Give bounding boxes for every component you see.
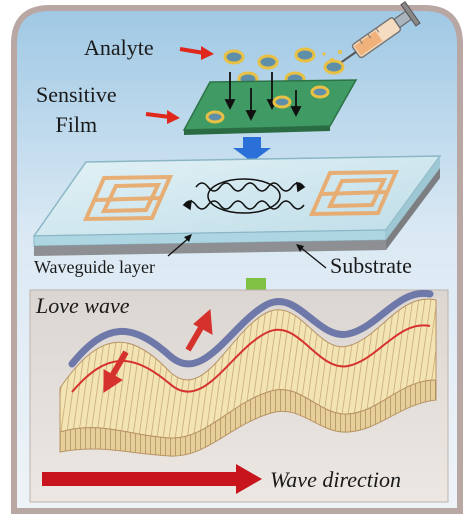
adsorbed-analyte bbox=[205, 85, 330, 124]
wave-direction-arrow bbox=[42, 464, 262, 494]
label-sensitive-film: Sensitive Film bbox=[36, 80, 117, 140]
label-wave-direction: Wave direction bbox=[270, 467, 401, 492]
wave-band bbox=[68, 289, 434, 368]
film-pointer-arrow bbox=[145, 110, 180, 124]
substrate-pointer-line bbox=[299, 246, 327, 269]
label-sensitive-line1: Sensitive bbox=[36, 82, 117, 107]
blue-flow-arrow bbox=[233, 137, 271, 162]
love-wave-surface bbox=[59, 289, 437, 457]
electrode-left bbox=[82, 174, 174, 222]
wave-displacement-line bbox=[71, 324, 431, 393]
waveguide-pointer-line bbox=[167, 236, 191, 257]
label-waveguide-layer: Waveguide layer bbox=[34, 257, 155, 277]
label-analyte: Analyte bbox=[84, 35, 154, 60]
label-sensitive-line2: Film bbox=[55, 112, 98, 137]
waveguide-wave bbox=[182, 178, 306, 214]
particle-motion-arrows bbox=[103, 308, 213, 393]
label-substrate: Substrate bbox=[330, 253, 412, 278]
label-love-wave: Love wave bbox=[36, 293, 130, 318]
adsorption-arrows bbox=[224, 72, 302, 122]
syringe-icon bbox=[340, 1, 421, 64]
analyte-pointer-arrow bbox=[179, 46, 214, 60]
electrode-right bbox=[308, 169, 400, 217]
